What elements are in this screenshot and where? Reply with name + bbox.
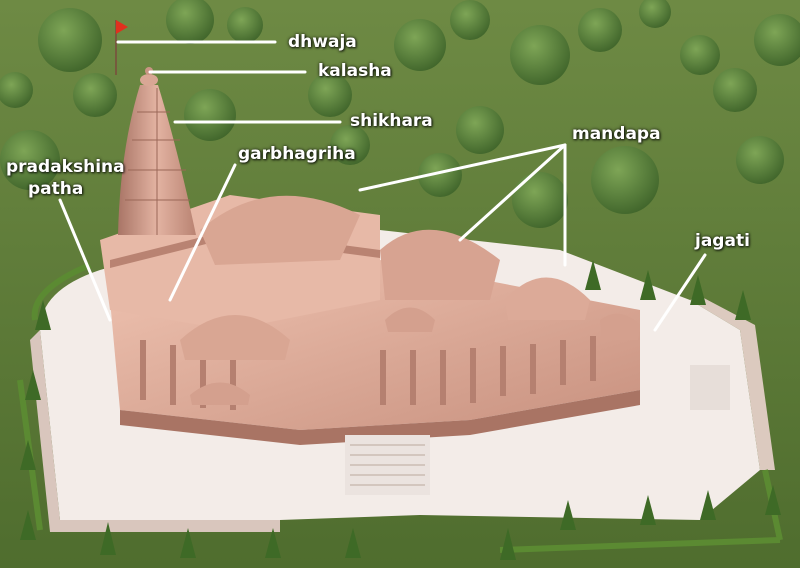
- label-jagati: jagati: [695, 231, 750, 251]
- flag-icon: [116, 20, 128, 34]
- label-lines: [58, 40, 707, 332]
- label-pradakshina: pradakshina: [6, 157, 125, 177]
- temple-body: [100, 195, 730, 495]
- trees: [0, 0, 800, 228]
- shikhara-spire: [115, 20, 196, 235]
- label-dhwaja: dhwaja: [288, 32, 357, 52]
- label-mandapa: mandapa: [572, 124, 661, 144]
- label-shikhara: shikhara: [350, 111, 433, 131]
- label-kalasha: kalasha: [318, 61, 392, 81]
- label-patha: patha: [28, 179, 84, 199]
- hedge-trees: [20, 260, 781, 560]
- kalasha-top: [140, 74, 158, 86]
- label-garbhagriha: garbhagriha: [238, 144, 356, 164]
